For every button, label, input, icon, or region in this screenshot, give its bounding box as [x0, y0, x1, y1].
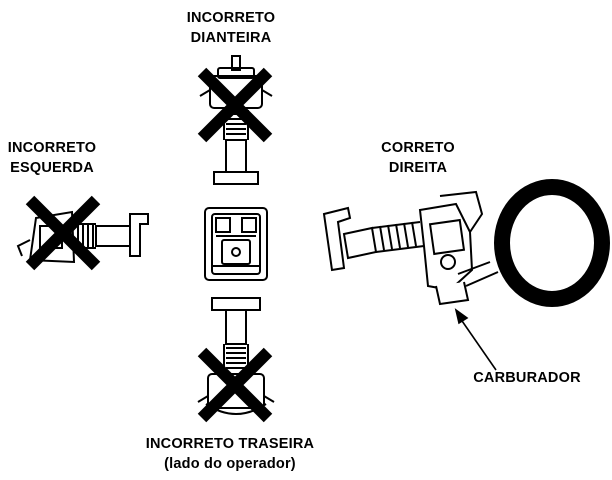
label-rear-line2: (lado do operador)	[164, 456, 296, 472]
label-right: CORRETO DIREITA	[368, 138, 468, 178]
label-rear: INCORRETO TRASEIRA (lado do operador)	[110, 434, 350, 474]
x-cross-icon	[197, 347, 273, 423]
x-cross-icon	[197, 67, 273, 143]
center-carburetor	[204, 207, 268, 281]
arrow-icon	[454, 308, 497, 371]
x-cross-icon	[25, 195, 101, 271]
label-rear-line1: INCORRETO TRASEIRA	[145, 436, 315, 452]
label-left: INCORRETO ESQUERDA	[2, 138, 102, 178]
label-right-line2: DIREITA	[388, 160, 448, 176]
label-left-line1: INCORRETO	[7, 140, 97, 156]
label-carburetor: CARBURADOR	[452, 368, 602, 388]
right-assembly	[322, 190, 499, 306]
label-front-line1: INCORRETO	[186, 10, 276, 26]
ring-icon	[494, 179, 610, 307]
label-right-line1: CORRETO	[381, 140, 455, 156]
label-front: INCORRETO DIANTEIRA	[176, 8, 286, 48]
label-left-line2: ESQUERDA	[10, 160, 94, 176]
label-carburetor-text: CARBURADOR	[473, 370, 581, 386]
label-front-line2: DIANTEIRA	[190, 30, 272, 46]
